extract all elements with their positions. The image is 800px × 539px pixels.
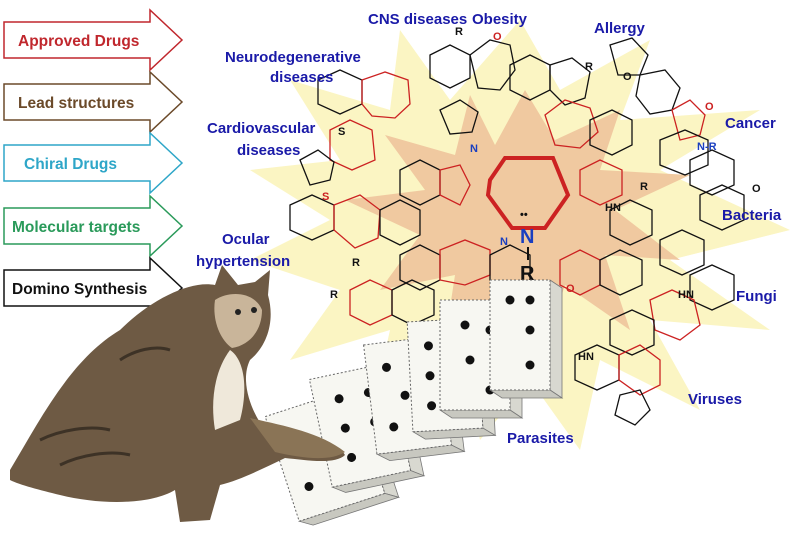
cat-illustration — [10, 265, 345, 522]
domino-pip — [525, 360, 535, 370]
inner-orange-burst — [345, 90, 690, 360]
atom-o-bacteria: O — [752, 183, 761, 195]
label-neuro-1: Neurodegenerative — [225, 49, 361, 66]
arrow-molecular-targets: Molecular targets — [3, 194, 184, 258]
atom-nr-cancer: N-R — [697, 141, 717, 153]
label-ocular-1: Ocular — [222, 231, 270, 248]
atom-r-4: R — [352, 257, 360, 269]
arrow-lead-structures: Lead structures — [3, 70, 184, 134]
label-cardio-2: diseases — [237, 142, 300, 159]
atom-o-3: O — [705, 101, 714, 113]
domino-pip — [389, 422, 399, 432]
central-nitrogen: N — [520, 226, 534, 248]
label-neuro-2: diseases — [270, 69, 333, 86]
arrow-label-molecular-targets: Molecular targets — [12, 219, 140, 236]
atom-o-2: O — [623, 71, 632, 83]
domino-tile — [488, 279, 564, 399]
atom-hn-fungi: HN — [678, 289, 694, 301]
arrow-chiral-drugs: Chiral Drugs — [3, 131, 184, 195]
arrow-label-lead-structures: Lead structures — [18, 95, 134, 112]
domino-pip — [525, 325, 535, 335]
label-cns: CNS diseases — [368, 11, 467, 28]
domino-pip — [425, 371, 435, 381]
label-ocular-2: hypertension — [196, 253, 290, 270]
domino-pip — [460, 320, 470, 330]
atom-o-1: O — [493, 31, 502, 43]
molecule-sketches — [289, 37, 745, 426]
domino-pip — [505, 295, 515, 305]
central-lone-pair: •• — [520, 209, 528, 221]
atom-labels: R O R O O N-R S S O HN HN HN R R R R O N… — [322, 26, 761, 363]
domino-pip — [347, 452, 357, 462]
label-obesity: Obesity — [472, 11, 528, 28]
atom-s-1: S — [338, 126, 345, 138]
atom-r-6: R — [640, 181, 648, 193]
arrow-label-approved-drugs: Approved Drugs — [18, 33, 139, 50]
atom-hn-1: HN — [605, 202, 621, 214]
atom-r-2: R — [585, 61, 593, 73]
label-viruses: Viruses — [688, 391, 742, 408]
label-parasites: Parasites — [507, 430, 574, 447]
domino-pip — [465, 355, 475, 365]
domino-pip — [340, 423, 350, 433]
atom-r-3: R — [330, 289, 338, 301]
atom-s-2: S — [322, 191, 329, 203]
domino-pip — [304, 482, 314, 492]
atom-hn-virus: HN — [578, 351, 594, 363]
domino-pip — [334, 394, 344, 404]
disease-labels: CNS diseases Obesity Allergy Neurodegene… — [196, 11, 782, 447]
label-allergy: Allergy — [594, 20, 646, 37]
label-cancer: Cancer — [725, 115, 776, 132]
label-bacteria: Bacteria — [722, 207, 782, 224]
arrow-label-chiral-drugs: Chiral Drugs — [24, 156, 117, 173]
domino-pip — [400, 390, 410, 400]
label-cardio-1: Cardiovascular — [207, 120, 316, 137]
arrow-approved-drugs: Approved Drugs — [3, 8, 184, 72]
dominoes — [264, 279, 564, 526]
atom-n-triazole: N — [470, 143, 478, 155]
arrow-label-domino-synthesis: Domino Synthesis — [12, 281, 147, 298]
label-fungi: Fungi — [736, 288, 777, 305]
domino-pip — [381, 362, 391, 372]
domino-pip — [525, 295, 535, 305]
atom-o-6: O — [566, 283, 575, 295]
domino-pip — [427, 401, 437, 411]
atom-n-dibenz: N — [500, 236, 508, 248]
atom-r-1: R — [455, 26, 463, 38]
domino-pip — [423, 341, 433, 351]
